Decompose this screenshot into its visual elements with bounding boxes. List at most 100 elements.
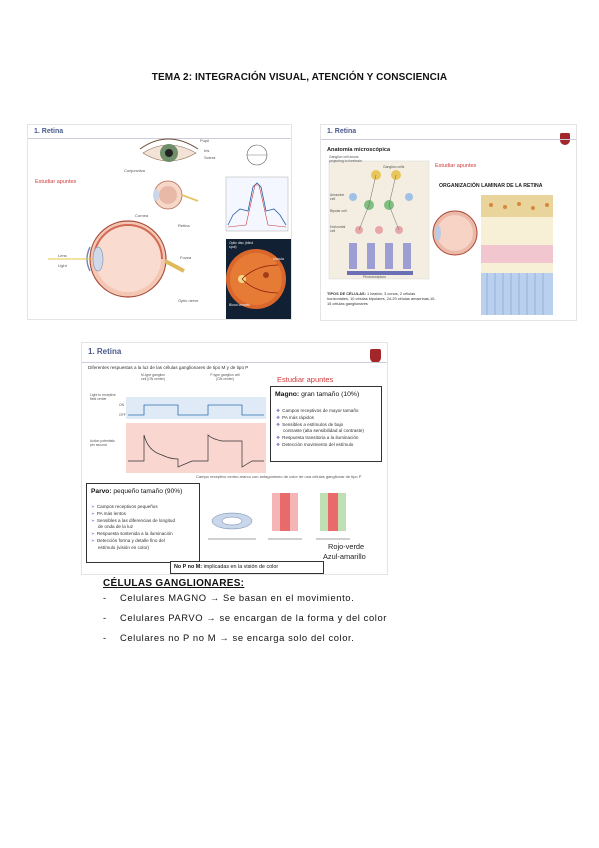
parvo-item: ➢PA más lentos — [91, 510, 126, 516]
label-photoreceptors: Photoreceptors — [363, 275, 386, 279]
study-sticker: Estudiar apuntes — [435, 163, 477, 169]
parvo-list: ➢Campos receptivos pequeños ➢PA más lent… — [91, 504, 175, 552]
parvo-title-rest: pequeño tamaño (90%) — [113, 488, 183, 495]
slide-rule — [82, 362, 387, 363]
no-p-no-m-bold: No P no M: — [174, 564, 203, 570]
label-blood-vessels: Blood vessels — [229, 303, 250, 307]
eye-cross-section-large — [48, 220, 185, 298]
page-title: TEMA 2: INTEGRACIÓN VISUAL, ATENCIÓN Y C… — [151, 72, 448, 83]
slide-rule — [28, 138, 291, 139]
bullet-dash: - — [103, 632, 107, 643]
no-p-no-m-text: No P no M: implicadas en la visión de co… — [174, 564, 278, 570]
parvo-item: ➢Detección forma y detalle fino del — [91, 537, 165, 543]
on-label: ON — [119, 403, 125, 407]
laminar-title: ORGANIZACIÓN LAMINAR DE LA RETINA — [439, 183, 543, 189]
label-cornea: Cornea — [135, 213, 149, 218]
arrow-bullet-icon: ➢ — [91, 517, 95, 523]
magno-item: contraste (alta sensibilidad al contrast… — [283, 428, 364, 434]
magno-title-bold: Magno: — [275, 391, 300, 398]
m-type-label: M-type ganglion cell (ON center) — [140, 373, 166, 381]
eye-cross-section-small — [153, 180, 199, 210]
magno-title: Magno: gran tamaño (10%) — [275, 391, 359, 398]
slide-subheading: Anatomía microscópica — [327, 147, 391, 153]
no-p-no-m-rest: implicadas en la visión de color — [203, 564, 279, 570]
diamond-bullet-icon: ❖ — [276, 435, 281, 441]
magno-item: ❖Respuesta transitoria a la iluminación — [276, 435, 359, 441]
slide-ganglion-responses: 1. Retina Diferentes respuestas a la luz… — [82, 343, 387, 574]
arrow-bullet-icon: ➢ — [91, 504, 95, 509]
bullet-text: Celulares MAGNO → Se basan en el movimie… — [120, 592, 355, 603]
slide-heading: 1. Retina — [34, 128, 64, 135]
arrow-bullet-icon: ➢ — [91, 510, 95, 516]
magno-item: ❖Sensibles a estímulos de bajo — [276, 421, 344, 427]
section-title: CÉLULAS GANGLIONARES: — [103, 578, 245, 589]
receptor-density-graph — [225, 143, 289, 232]
label-bipolar: Bipolar cell — [330, 209, 347, 213]
label-iris: Iris — [204, 148, 210, 153]
p-type-label: P-type ganglion cell (ON center) — [210, 373, 240, 381]
label-horizontal: Horizontal cell — [330, 225, 346, 233]
parvo-item: estímulo (visión en color) — [98, 544, 150, 550]
study-sticker: Estudiar apuntes — [35, 179, 77, 185]
slide-retina-microanatomy: 1. Retina Anatomía microscópica Estudiar… — [321, 125, 576, 320]
bullet-dash: - — [103, 592, 107, 603]
slide-retina-anatomy: 1. Retina Estudiar apuntes — [28, 125, 291, 319]
response-traces — [126, 397, 266, 473]
label-optic-disc: Optic disc (blind spot) — [229, 241, 254, 249]
bullet-text: Celulares PARVO → se encargan de la form… — [120, 612, 387, 623]
diamond-bullet-icon: ❖ — [276, 421, 281, 427]
cell-types-note: TIPOS DE CÉLULAS: 1 bastón, 3 conos, 2 c… — [327, 291, 437, 306]
diamond-bullet-icon: ❖ — [276, 408, 281, 413]
parvo-item: ➢Respuesta sostenida a la iluminación — [91, 531, 173, 537]
azul-amarillo-label: Azul-amarillo — [323, 552, 366, 561]
parvo-item: ➢Campos receptivos pequeños — [91, 504, 158, 509]
slide-heading: 1. Retina — [88, 347, 122, 356]
parvo-box: Parvo: pequeño tamaño (90%) ➢Campos rece… — [86, 483, 200, 563]
anatomy-illustrations — [48, 138, 291, 319]
parvo-title-bold: Parvo: — [91, 488, 112, 495]
external-eye — [139, 138, 199, 162]
label-light: Light — [58, 263, 67, 268]
parvo-item: ➢Sensibles a las diferencias de longitud — [91, 517, 176, 523]
parvo-title: Parvo: pequeño tamaño (90%) — [91, 488, 182, 495]
label-macula: Macula — [273, 257, 284, 261]
label-retina: Retina — [178, 223, 190, 228]
label-ganglion-cells: Ganglion cells — [383, 165, 405, 169]
off-label: OFF — [119, 413, 126, 417]
retina-circuit-diagram — [328, 160, 553, 315]
parvo-item: de onda de la luz — [98, 524, 133, 530]
action-label: Action potentials per second — [90, 439, 115, 447]
label-lens: Lens — [58, 253, 67, 258]
label-ganglion-axons: Ganglion cell axons projecting to forebr… — [329, 155, 362, 163]
study-sticker: Estudiar apuntes — [277, 375, 334, 384]
no-p-no-m-box: No P no M: implicadas en la visión de co… — [170, 561, 324, 574]
fundus-photo — [226, 239, 291, 319]
slide-heading: 1. Retina — [327, 128, 357, 135]
diamond-bullet-icon: ❖ — [276, 441, 281, 447]
cell-types-text: 1 bastón, 3 conos, 2 células horizontale… — [327, 291, 436, 306]
magno-list: ❖Campos receptivos de mayor tamaño ❖PA m… — [276, 408, 364, 449]
bullet-dash: - — [103, 612, 107, 623]
center-surround-fields — [208, 493, 350, 540]
bullet-text: Celulares no P no M → se encarga solo de… — [120, 632, 355, 643]
light-label: Light to receptive field center — [90, 393, 116, 401]
slide-subheading: Diferentes respuestas a la luz de las cé… — [88, 365, 249, 370]
label-pupil: Pupil — [200, 138, 209, 143]
rojo-verde-label: Rojo-verde — [328, 542, 365, 551]
slide-rule — [321, 139, 576, 140]
cell-types-bold: TIPOS DE CÉLULAS: — [327, 291, 366, 296]
magno-item: ❖PA más rápidos — [276, 414, 314, 420]
label-fovea: Fovea — [180, 255, 192, 260]
label-sclera: Sclera — [204, 155, 216, 160]
label-amacrine: Amacrine cell — [330, 193, 345, 201]
label-conjunctiva: Conjunctiva — [124, 168, 145, 173]
magno-item: ❖Campos receptivos de mayor tamaño — [276, 408, 359, 413]
arrow-bullet-icon: ➢ — [91, 531, 95, 537]
diamond-bullet-icon: ❖ — [276, 414, 281, 420]
magno-title-rest: gran tamaño (10%) — [301, 391, 360, 398]
center-surround-caption: Campo receptivo centro-marco con antagon… — [196, 474, 362, 479]
label-optic-nerve: Optic nerve — [178, 298, 199, 303]
magno-box: Magno: gran tamaño (10%) ❖Campos recepti… — [270, 386, 382, 462]
arrow-bullet-icon: ➢ — [91, 537, 95, 543]
magno-item: ❖Detección movimiento del estímulo — [276, 441, 354, 447]
